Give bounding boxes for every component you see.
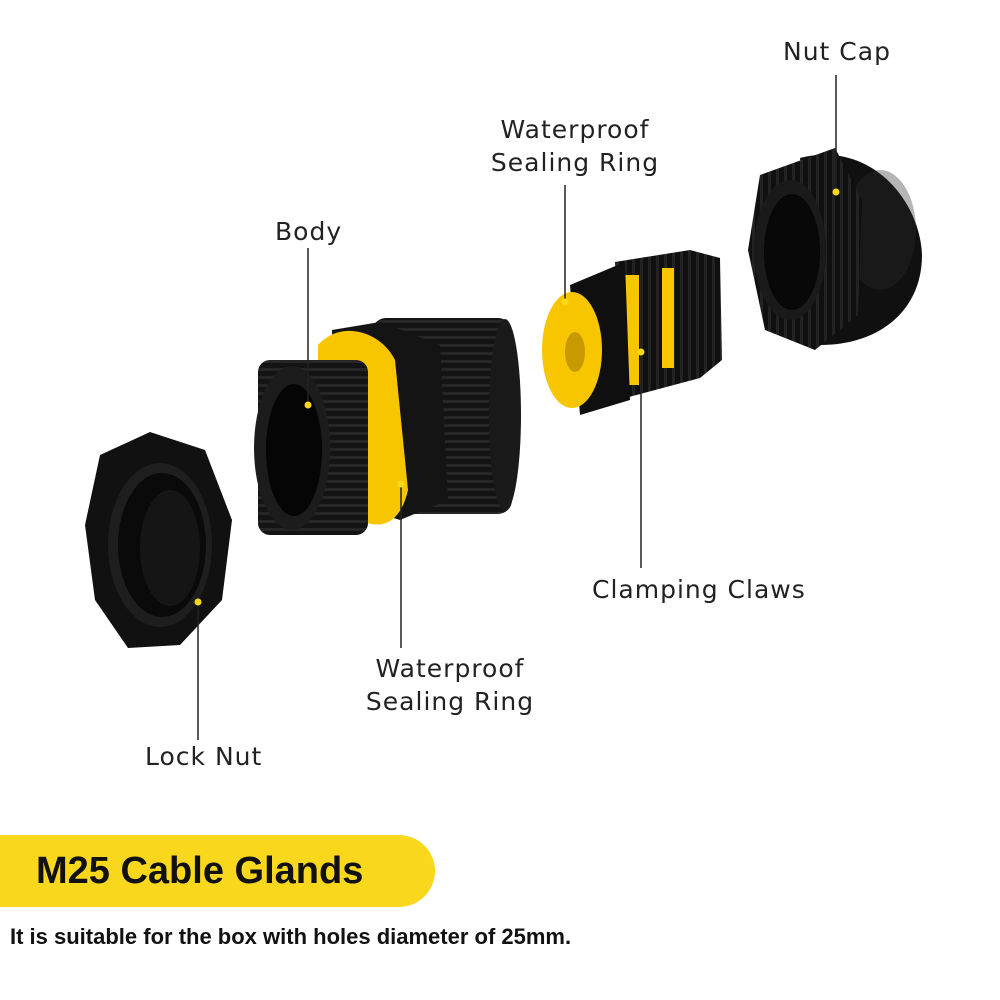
sealing-ring-bottom-marker-dot [397, 480, 405, 488]
sealing-ring-top-line2: Sealing Ring [490, 148, 660, 177]
sealing-ring-top-marker-dot [561, 298, 569, 306]
body-marker-dot [304, 401, 312, 409]
sealing-ring-bottom-line1: Waterproof [375, 654, 525, 683]
nut-cap-part [748, 148, 922, 350]
lock-nut-part [85, 432, 232, 648]
sealing-ring-top-line1: Waterproof [500, 115, 650, 144]
clamping-claws-part [542, 250, 722, 415]
clamping-claws-label: Clamping Claws [592, 575, 806, 604]
banner-title: M25 Cable Glands [36, 850, 364, 892]
leader-lines [194, 75, 840, 740]
caption-text: It is suitable for the box with holes di… [10, 924, 572, 949]
sealing-ring-top-label: Waterproof Sealing Ring [480, 113, 670, 179]
nut-cap-marker-dot [832, 188, 840, 196]
lock-nut-marker-dot [194, 598, 202, 606]
body-label: Body [275, 217, 343, 246]
lock-nut-label: Lock Nut [145, 742, 263, 771]
clamping-claws-marker-dot [637, 348, 645, 356]
title-banner: M25 Cable Glands [0, 835, 435, 907]
sealing-ring-bottom-label: Waterproof Sealing Ring [355, 652, 545, 718]
nut-cap-label: Nut Cap [783, 37, 891, 66]
sealing-ring-bottom-line2: Sealing Ring [365, 687, 535, 716]
body-part [254, 318, 521, 535]
